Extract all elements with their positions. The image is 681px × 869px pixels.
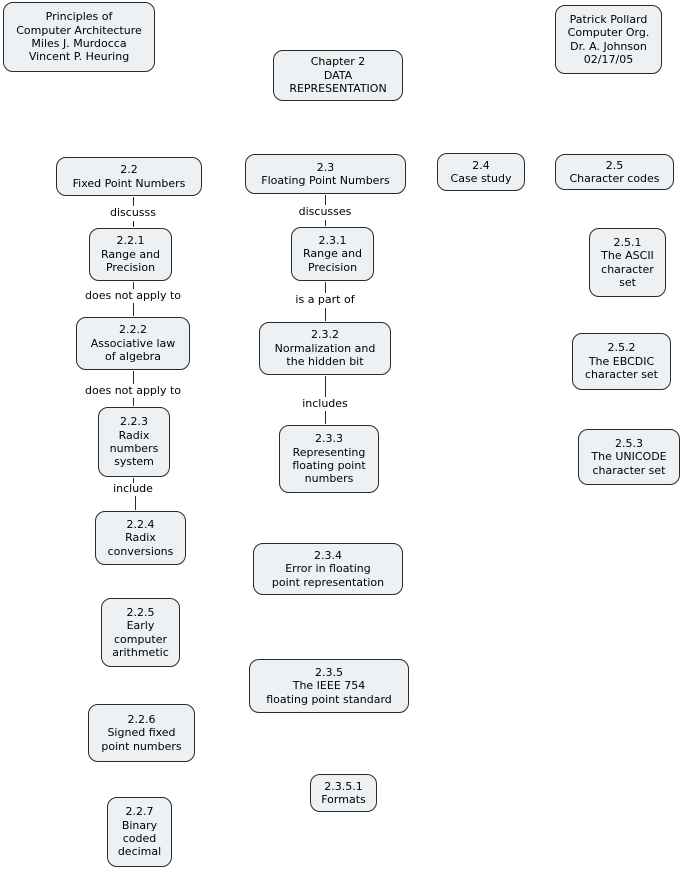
connector-line <box>325 220 326 226</box>
node-2-2-1: 2.2.1 Range and Precision <box>89 228 172 281</box>
node-2-3-1: 2.3.1 Range and Precision <box>291 227 374 281</box>
node-2-2-5: 2.2.5 Early computer arithmetic <box>101 598 180 667</box>
connector-line <box>325 308 326 321</box>
connector-line <box>135 496 136 510</box>
node-2-3-4: 2.3.4 Error in floating point representa… <box>253 543 403 595</box>
node-section-2-4: 2.4 Case study <box>437 153 525 191</box>
connector-line <box>133 398 134 406</box>
node-section-2-3: 2.3 Floating Point Numbers <box>245 154 406 194</box>
node-2-3-2: 2.3.2 Normalization and the hidden bit <box>259 322 391 375</box>
node-2-5-2: 2.5.2 The EBCDIC character set <box>572 333 671 390</box>
node-section-2-5: 2.5 Character codes <box>555 154 674 190</box>
node-2-3-5-1: 2.3.5.1 Formats <box>310 774 377 812</box>
node-book-info: Principles of Computer Architecture Mile… <box>3 2 155 72</box>
edge-label-includes: includes <box>302 397 348 410</box>
connector-line <box>325 282 326 293</box>
edge-label-is-a-part-of: is a part of <box>295 293 355 306</box>
node-section-2-2: 2.2 Fixed Point Numbers <box>56 157 202 196</box>
edge-label-include: include <box>113 482 153 495</box>
edge-label-discusss: discusss <box>110 206 156 219</box>
connector-line <box>133 221 134 227</box>
connector-line <box>133 197 134 206</box>
node-chapter-title: Chapter 2 DATA REPRESENTATION <box>273 50 403 101</box>
connector-line <box>325 195 326 205</box>
connector-line <box>133 478 134 483</box>
node-2-5-1: 2.5.1 The ASCII character set <box>589 228 666 297</box>
connector-line <box>133 303 134 316</box>
connector-line <box>325 411 326 424</box>
edge-label-does-not-apply-to-1: does not apply to <box>84 289 182 302</box>
node-2-3-3: 2.3.3 Representing floating point number… <box>279 425 379 493</box>
connector-line <box>133 371 134 384</box>
node-2-2-3: 2.2.3 Radix numbers system <box>98 407 170 477</box>
node-2-5-3: 2.5.3 The UNICODE character set <box>578 429 680 485</box>
connector-line <box>325 376 326 397</box>
node-2-2-7: 2.2.7 Binary coded decimal <box>107 797 172 867</box>
edge-label-does-not-apply-to-2: does not apply to <box>84 384 182 397</box>
node-2-2-4: 2.2.4 Radix conversions <box>95 511 186 565</box>
node-author-info: Patrick Pollard Computer Org. Dr. A. Joh… <box>555 5 662 74</box>
node-2-3-5: 2.3.5 The IEEE 754 floating point standa… <box>249 659 409 713</box>
edge-label-discusses: discusses <box>298 205 352 218</box>
connector-line <box>133 282 134 289</box>
node-2-2-2: 2.2.2 Associative law of algebra <box>76 317 190 370</box>
node-2-2-6: 2.2.6 Signed fixed point numbers <box>88 704 195 762</box>
